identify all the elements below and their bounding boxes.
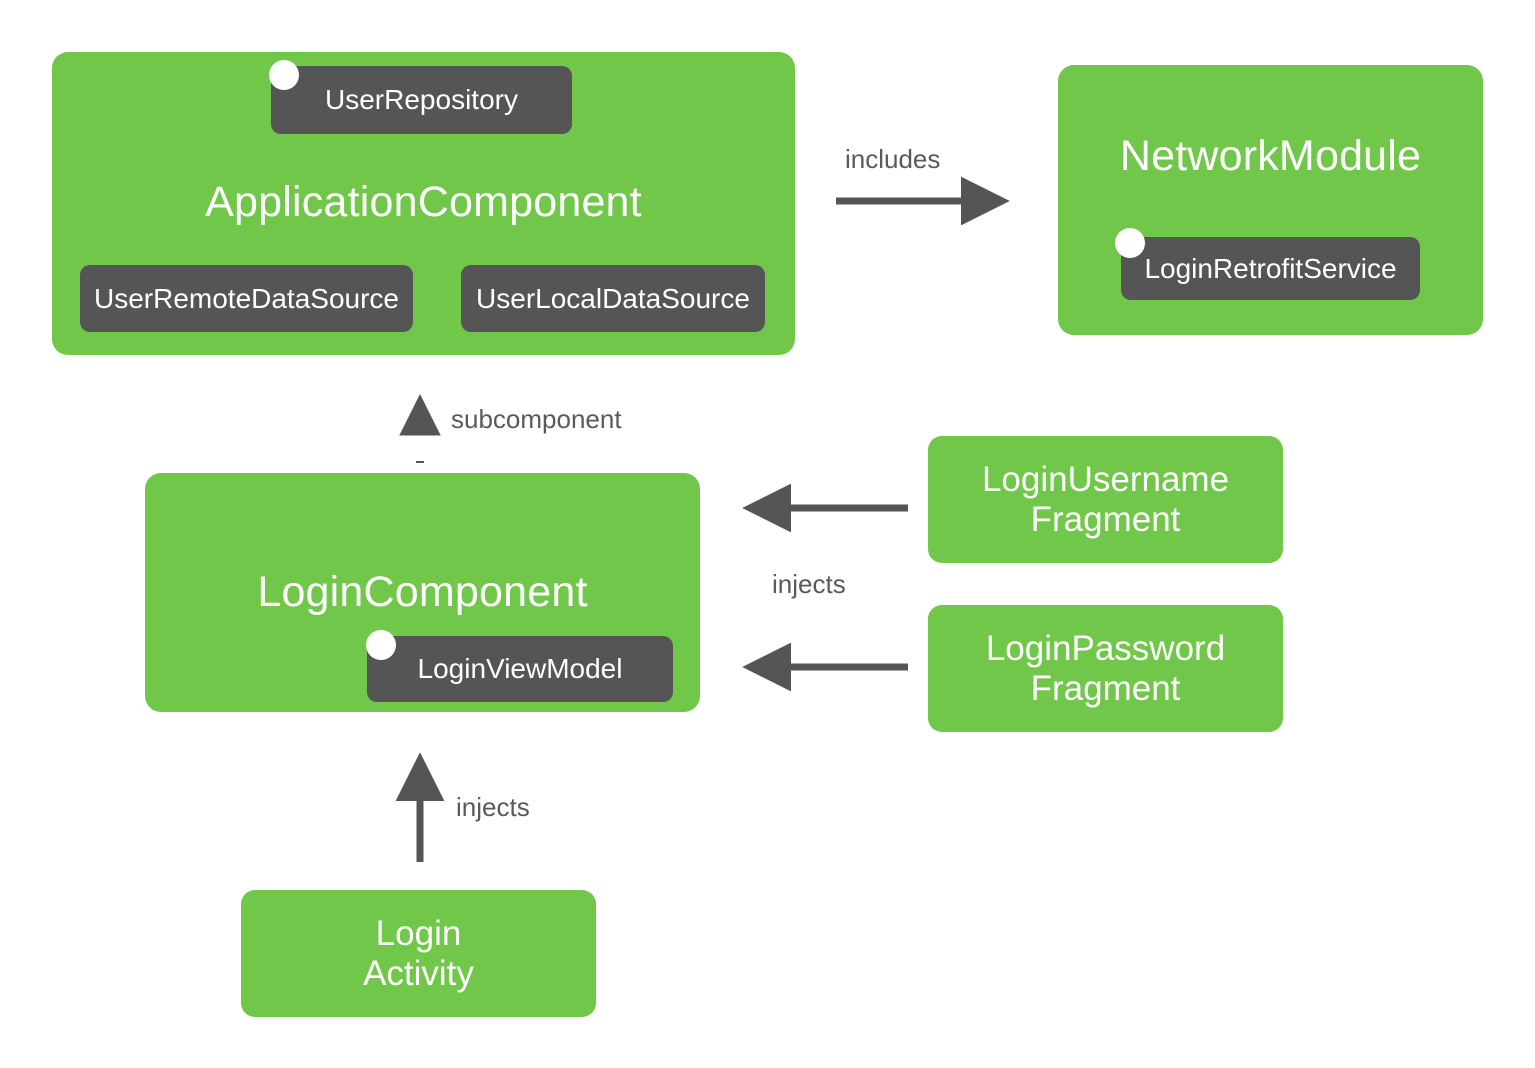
- edge-label-injects-fragments: injects: [772, 569, 846, 599]
- login-password-fragment-line1: LoginPassword: [985, 629, 1226, 669]
- login-username-fragment-line2: Fragment: [1030, 499, 1181, 539]
- login-password-fragment-line2: Fragment: [1030, 668, 1181, 708]
- chip-user-remote-data-source[interactable]: UserRemoteDataSource: [80, 265, 413, 332]
- edge-label-injects-activity: injects: [456, 792, 530, 822]
- chip-user-local-data-source-label: UserLocalDataSource: [476, 282, 750, 314]
- chip-login-retrofit-service[interactable]: LoginRetrofitService: [1121, 237, 1420, 300]
- chip-login-retrofit-service-label: LoginRetrofitService: [1144, 252, 1397, 284]
- login-component-title: LoginComponent: [257, 568, 588, 616]
- application-component-title: ApplicationComponent: [205, 178, 642, 226]
- login-username-fragment-line1: LoginUsername: [981, 460, 1230, 500]
- chip-login-view-model[interactable]: LoginViewModel: [367, 636, 673, 702]
- network-module-title: NetworkModule: [1119, 132, 1422, 180]
- login-activity-line2: Activity: [363, 953, 474, 993]
- chip-login-view-model-label: LoginViewModel: [417, 653, 623, 684]
- chip-user-remote-data-source-label: UserRemoteDataSource: [93, 282, 400, 314]
- provision-dot-login-view-model: [366, 630, 396, 660]
- provision-dot-login-retrofit-service: [1115, 228, 1145, 258]
- chip-user-repository[interactable]: UserRepository: [271, 66, 572, 134]
- chip-user-local-data-source[interactable]: UserLocalDataSource: [461, 265, 765, 332]
- login-activity-line1: Login: [375, 914, 462, 954]
- edge-label-includes: includes: [845, 144, 941, 174]
- provision-dot-user-repository: [269, 60, 299, 90]
- edge-label-subcomponent: subcomponent: [451, 404, 622, 434]
- chip-user-repository-label: UserRepository: [325, 84, 518, 115]
